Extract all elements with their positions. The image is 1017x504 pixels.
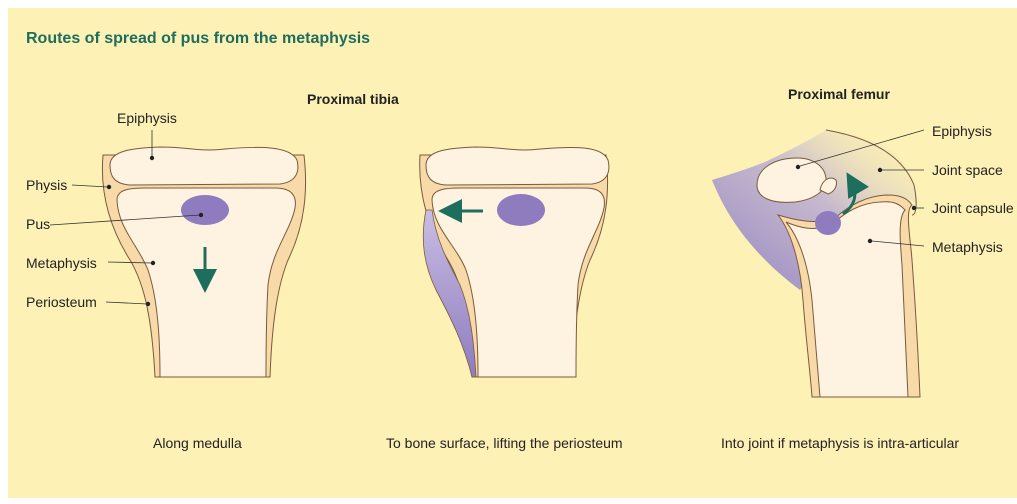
subtitle-proximal-femur: Proximal femur — [788, 86, 890, 102]
label-pus: Pus — [26, 216, 50, 232]
middle-epiphysis — [426, 147, 609, 185]
left-pus-abscess — [181, 195, 229, 225]
label-metaphysis: Metaphysis — [26, 255, 97, 271]
label-joint-space: Joint space — [932, 162, 1003, 178]
caption-along-medulla: Along medulla — [153, 435, 242, 451]
left-tibia-drawing — [102, 147, 305, 377]
label-joint-capsule: Joint capsule — [932, 200, 1014, 216]
label-femur-epiphysis: Epiphysis — [932, 123, 992, 139]
caption-into-joint: Into joint if metaphysis is intra-articu… — [721, 435, 959, 451]
left-epiphysis — [110, 147, 298, 185]
subtitle-proximal-tibia: Proximal tibia — [307, 91, 399, 107]
middle-tibia-drawing — [420, 147, 609, 377]
label-physis: Physis — [26, 177, 67, 193]
label-periosteum: Periosteum — [26, 294, 97, 310]
femur-pus-abscess — [815, 211, 841, 235]
label-femur-metaphysis: Metaphysis — [932, 239, 1003, 255]
figure-title: Routes of spread of pus from the metaphy… — [26, 30, 370, 47]
caption-bone-surface: To bone surface, lifting the periosteum — [386, 435, 623, 451]
middle-pus-abscess — [497, 194, 545, 226]
label-epiphysis: Epiphysis — [117, 110, 177, 126]
